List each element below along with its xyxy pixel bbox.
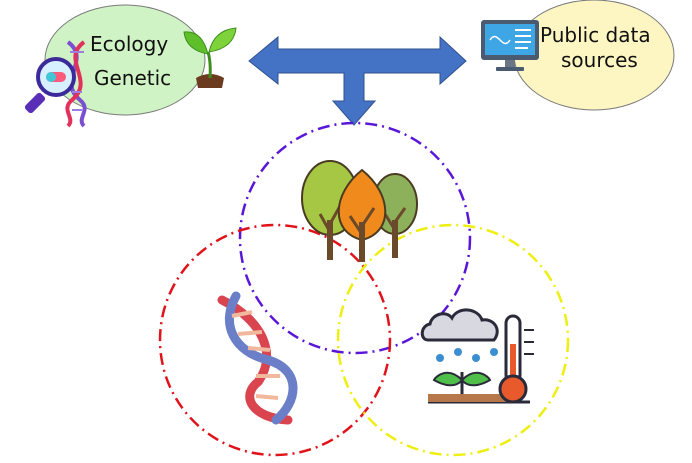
weather-plant-thermometer-icon (420, 308, 534, 404)
dna-helix-icon (217, 291, 298, 425)
right-label-public-data: Public data (540, 23, 651, 47)
double-arrow-with-down-arrow (248, 35, 467, 126)
node-ecology-genetic: Ecology Genetic (24, 4, 237, 128)
node-public-data-sources: Public data sources (481, 0, 675, 111)
left-bubble (44, 4, 206, 116)
dna-magnifier-icon (24, 40, 87, 128)
circle-ecology (238, 121, 472, 355)
left-label-genetic: Genetic (94, 66, 171, 90)
circle-environment (336, 223, 570, 457)
right-label-sources: sources (561, 48, 638, 72)
left-label-ecology: Ecology (90, 32, 168, 56)
sprout-icon (183, 27, 237, 88)
trees-icon (301, 160, 418, 262)
circle-genetic (158, 223, 392, 457)
computer-monitor-icon (481, 20, 539, 71)
